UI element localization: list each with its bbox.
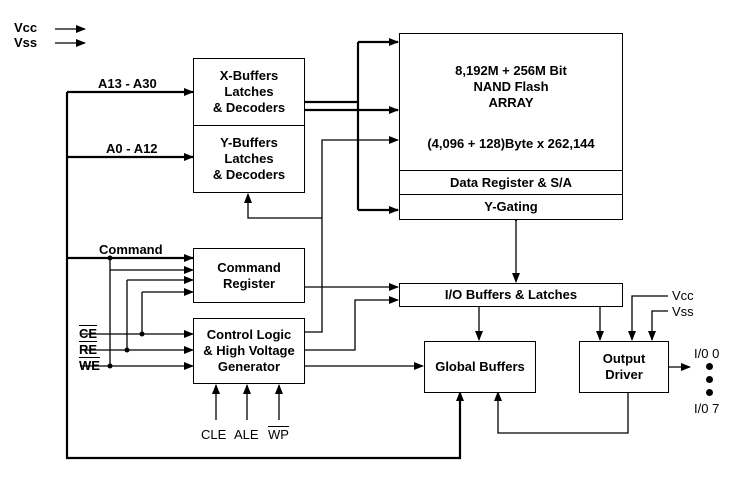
output-vss-label: Vss bbox=[672, 304, 694, 319]
global-buffers-block: Global Buffers bbox=[424, 341, 536, 393]
command-register-line: Register bbox=[222, 275, 276, 291]
output-driver-block: Output Driver bbox=[579, 341, 669, 393]
x-buffers-line: X-Buffers bbox=[219, 68, 279, 83]
vcc-label: Vcc bbox=[14, 20, 38, 35]
cle-signal-label: CLE bbox=[201, 427, 227, 442]
output-vcc-label: Vcc bbox=[672, 288, 694, 303]
output-driver-line: Driver bbox=[605, 367, 643, 382]
io-pin-dot bbox=[706, 363, 713, 370]
global-buffers-label: Global Buffers bbox=[435, 359, 525, 374]
vss-label: Vss bbox=[14, 35, 38, 50]
output-driver-line: Output bbox=[602, 351, 646, 366]
data-register-block: Data Register & S/A bbox=[400, 170, 622, 194]
x-buffers-block: X-Buffers Latches & Decoders bbox=[193, 58, 305, 126]
control-logic-line: Control Logic bbox=[206, 327, 292, 342]
array-title-line: 8,192M + 256M Bit bbox=[455, 63, 567, 78]
y-buffers-block: Y-Buffers Latches & Decoders bbox=[193, 125, 305, 193]
command-label: Command bbox=[99, 242, 163, 257]
control-logic-line: & High Voltage bbox=[203, 343, 295, 358]
io-buffers-label: I/O Buffers & Latches bbox=[444, 287, 578, 302]
array-title: 8,192M + 256M Bit NAND Flash ARRAY bbox=[400, 62, 622, 112]
y-buffers-line: & Decoders bbox=[212, 167, 286, 182]
y-gating-block: Y-Gating bbox=[400, 194, 622, 219]
array-organization: (4,096 + 128)Byte x 262,144 bbox=[427, 136, 595, 151]
wp-signal-label: WP bbox=[268, 427, 289, 442]
array-title-line: ARRAY bbox=[488, 95, 534, 110]
io-buffers-block: I/O Buffers & Latches bbox=[399, 283, 623, 307]
address-high-label: A13 - A30 bbox=[98, 76, 157, 91]
y-buffers-line: Latches bbox=[224, 151, 274, 166]
io-pin-dot bbox=[706, 389, 713, 396]
io-pin-last-label: I/0 7 bbox=[694, 401, 720, 416]
we-signal-label: WE bbox=[79, 358, 100, 373]
io-pin-dot bbox=[706, 376, 713, 383]
io-pin-first-label: I/0 0 bbox=[694, 346, 720, 361]
x-buffers-line: & Decoders bbox=[212, 100, 286, 115]
nand-array-block: 8,192M + 256M Bit NAND Flash ARRAY (4,09… bbox=[399, 33, 623, 220]
x-buffers-line: Latches bbox=[224, 84, 274, 99]
control-logic-line: Generator bbox=[217, 359, 281, 374]
address-low-label: A0 - A12 bbox=[106, 141, 158, 156]
control-logic-block: Control Logic & High Voltage Generator bbox=[193, 318, 305, 384]
y-buffers-line: Y-Buffers bbox=[220, 135, 278, 150]
array-title-line: NAND Flash bbox=[473, 79, 549, 94]
command-register-line: Command bbox=[217, 259, 281, 275]
re-signal-label: RE bbox=[79, 342, 98, 357]
ce-signal-label: CE bbox=[79, 326, 98, 341]
command-register-block: Command Register bbox=[193, 248, 305, 303]
ale-signal-label: ALE bbox=[234, 427, 259, 442]
